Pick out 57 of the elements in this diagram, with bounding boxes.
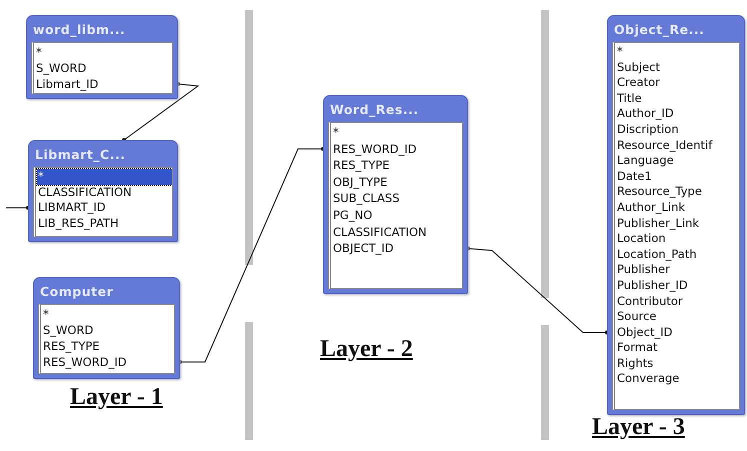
selected-field: *	[37, 169, 172, 184]
field-name: *	[42, 306, 49, 322]
field-name: OBJECT_ID	[332, 240, 394, 257]
table-box	[323, 95, 468, 294]
table-title: Libmart_C...	[34, 146, 126, 164]
field-name: Author_ID	[616, 106, 674, 122]
field-name: Publisher	[616, 262, 670, 278]
field-name: SUB_CLASS	[332, 190, 400, 207]
field-name: Location	[616, 231, 666, 247]
field-name: Contributor	[616, 294, 683, 310]
field-name: LIBMART_ID	[37, 200, 106, 216]
field-name: CLASSIFICATION	[37, 184, 132, 200]
field-name: Rights	[616, 356, 654, 372]
field-name: *	[35, 44, 42, 60]
field-name: Resource_Type	[616, 184, 702, 200]
field-name: S_WORD	[35, 60, 86, 76]
field-name: Publisher_Link	[616, 216, 700, 232]
field-name: Publisher_ID	[616, 278, 688, 294]
layer-heading: Layer - 3	[592, 414, 685, 441]
field-name: Source	[616, 309, 656, 325]
field-name: OBJ_TYPE	[332, 174, 388, 190]
field-name: Author_Link	[616, 200, 686, 216]
field-name: *	[616, 44, 623, 60]
table-title: word_libm...	[32, 21, 126, 39]
field-name: RES_WORD_ID	[42, 354, 127, 370]
field-name: CLASSIFICATION	[332, 224, 427, 240]
table-box	[33, 277, 180, 379]
field-name: Language	[616, 153, 674, 169]
relationship-line	[466, 246, 609, 334]
field-name: S_WORD	[42, 322, 94, 338]
field-name: RES_TYPE	[42, 338, 100, 354]
field-name: Location_Path	[616, 246, 697, 262]
field-name: RES_WORD_ID	[332, 140, 417, 158]
field-name: RES_TYPE	[332, 157, 390, 174]
relationship-line	[6, 206, 30, 210]
field-name: Resource_Identif	[616, 138, 712, 154]
layer-heading: Layer - 2	[320, 336, 413, 363]
field-name: Object_ID	[616, 324, 672, 340]
relationship-line	[122, 82, 200, 142]
field-name: Title	[616, 90, 642, 106]
layer-heading: Layer - 1	[70, 384, 163, 411]
field-name: Format	[616, 340, 658, 356]
table-box	[28, 140, 178, 242]
table-title: Object_Re...	[613, 21, 706, 39]
field-name: Discription	[616, 122, 679, 138]
field-name: Subject	[616, 60, 660, 76]
field-name: Libmart_ID	[35, 76, 98, 92]
table-title: Computer	[39, 283, 114, 301]
field-name: PG_NO	[332, 206, 372, 224]
field-name: *	[332, 124, 339, 141]
table-box	[26, 15, 178, 99]
field-name: Date1	[616, 168, 652, 184]
table-title: Word_Res...	[329, 101, 420, 119]
field-name: Converage	[616, 371, 680, 388]
field-name: Creator	[616, 75, 660, 91]
relationship-line	[178, 146, 325, 364]
field-name: LIB_RES_PATH	[37, 216, 119, 231]
